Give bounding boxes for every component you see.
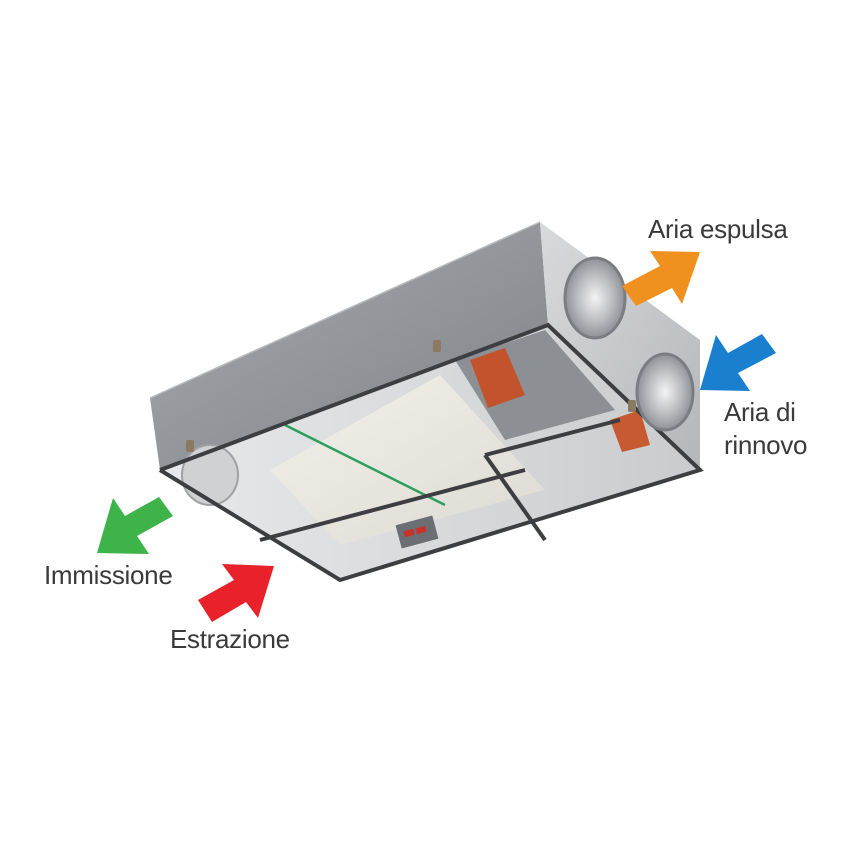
aria-espulsa-label: Aria espulsa	[648, 214, 788, 244]
estrazione-arrow-icon	[196, 562, 276, 624]
frame-divider	[484, 418, 621, 457]
left-duct-opening	[181, 444, 239, 506]
casing-top-panel	[150, 222, 548, 470]
immissione-label: Immissione	[44, 560, 173, 590]
latch	[433, 340, 441, 352]
heat-exchanger	[270, 375, 545, 545]
fan-upper	[470, 348, 525, 408]
immissione-arrow-icon	[95, 496, 175, 558]
aria-di-rinnovo-arrow-icon	[698, 333, 778, 395]
estrazione-label: Estrazione	[170, 624, 290, 654]
aria-di-rinnovo-label-line2: rinnovo	[724, 430, 808, 460]
frame-divider	[483, 453, 547, 542]
filter-stripe	[284, 423, 446, 507]
frame-edge	[158, 322, 704, 583]
frame-divider	[259, 468, 526, 542]
connector	[403, 528, 415, 538]
frame-top-edge	[149, 221, 541, 399]
aria-di-rinnovo-label-line1: Aria di	[724, 397, 796, 427]
duct-collar-upper	[563, 256, 627, 340]
connector	[415, 525, 427, 535]
aria-espulsa-arrow-icon	[620, 248, 704, 310]
duct-collar-lower	[635, 352, 695, 432]
latch	[186, 440, 194, 452]
latch	[628, 400, 636, 412]
